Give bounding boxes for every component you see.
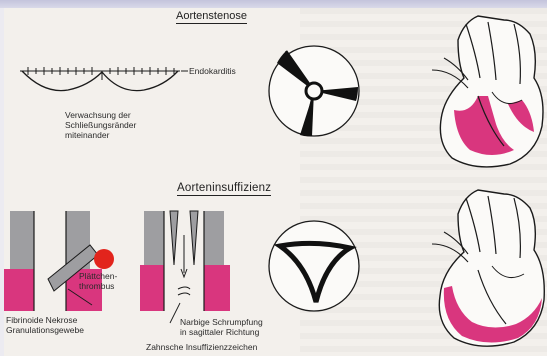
stenotic-valve-icon xyxy=(266,43,362,139)
heart-section-icon-bottom xyxy=(418,188,547,352)
necrosis-label: Fibrinoide Nekrose Granulationsgewebe xyxy=(6,315,84,335)
fusion-label: Verwachsung der Schließungsränder mitein… xyxy=(65,110,136,140)
shrunken-vessel-diagram xyxy=(140,205,250,325)
endocarditis-label: Endokarditis xyxy=(189,66,236,76)
vessel-thrombus-diagram xyxy=(4,205,134,315)
insufficient-valve-icon xyxy=(266,218,362,314)
fused-cusps-diagram xyxy=(16,46,196,106)
shrink-label: Narbige Schrumpfung in sagittaler Richtu… xyxy=(180,317,263,337)
insufficiency-title: Aorteninsuffizienz xyxy=(177,182,271,196)
heart-section-icon-top xyxy=(418,14,547,174)
stenosis-title: Aortenstenose xyxy=(176,10,247,24)
zahn-label: Zahnsche Insuffizienzzeichen xyxy=(146,342,257,352)
thrombus-label: Plättchen- thrombus xyxy=(79,271,117,291)
top-bar xyxy=(0,0,547,8)
